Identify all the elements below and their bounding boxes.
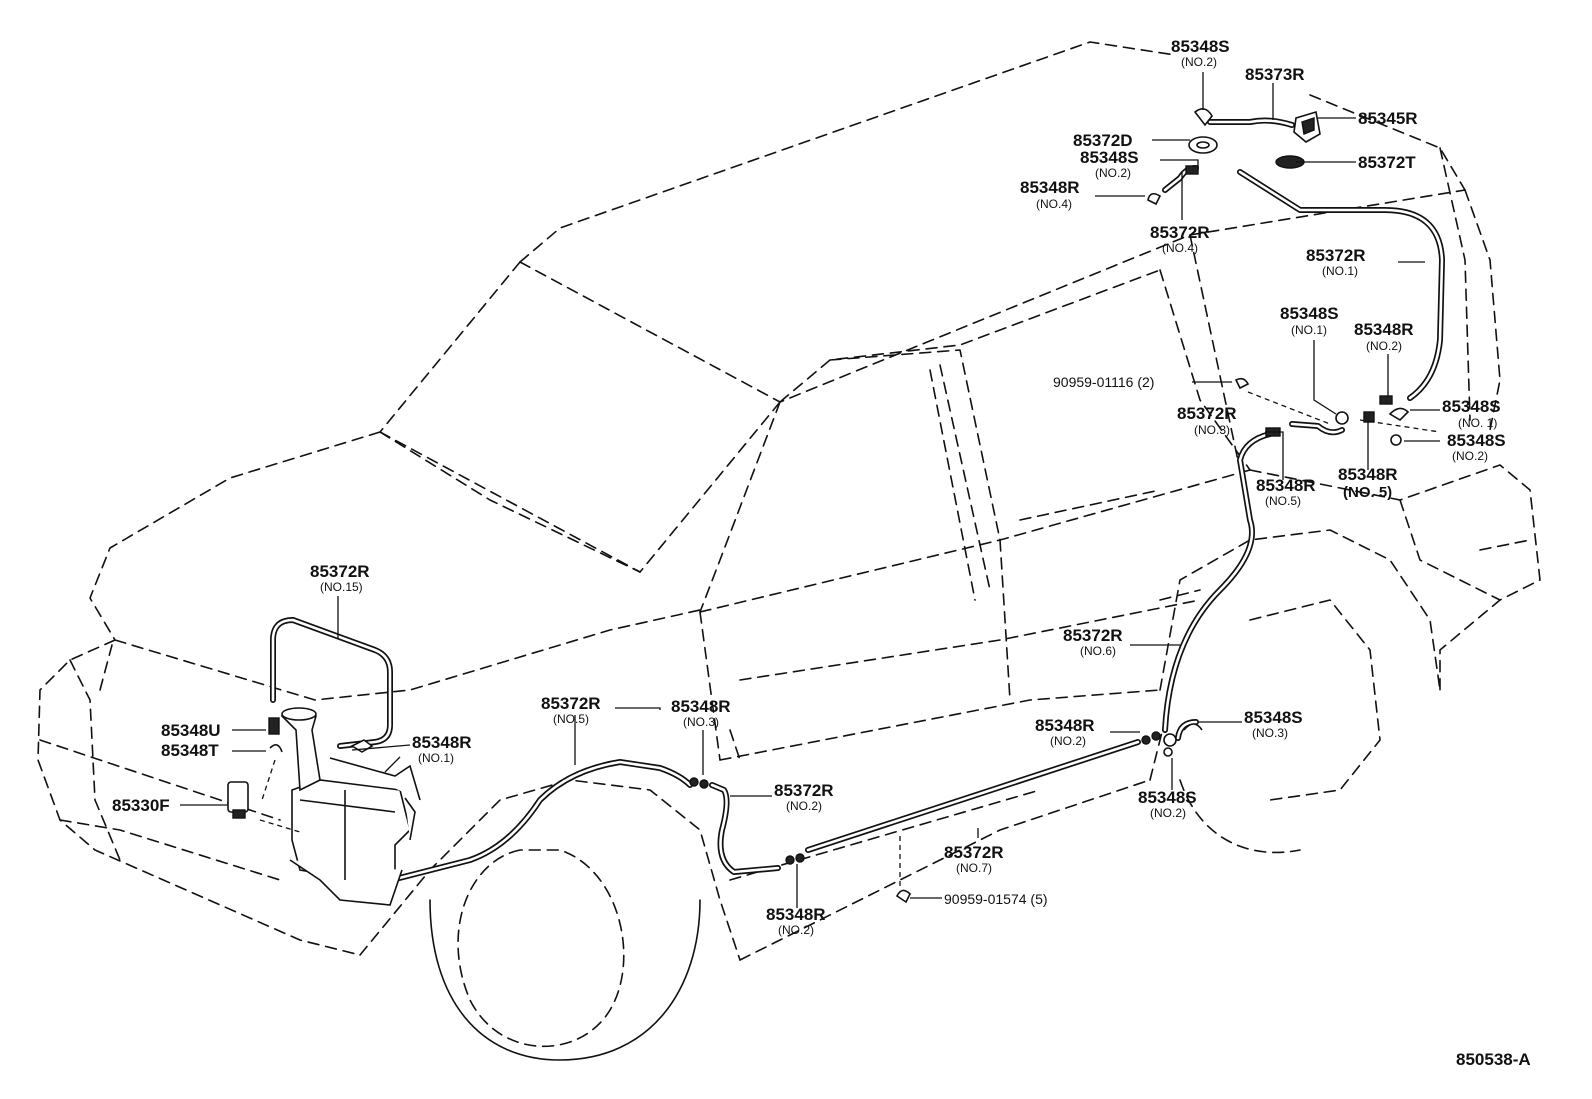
label-85372r-no1: 85372R (NO.1)	[1306, 246, 1366, 278]
svg-text:85348R: 85348R	[412, 733, 472, 752]
components	[227, 108, 1410, 906]
label-90959-01116: 90959-01116 (2)	[1053, 374, 1154, 390]
label-85345r: 85345R	[1358, 109, 1418, 128]
svg-text:85348R: 85348R	[1256, 476, 1316, 495]
label-85348s-mid: 85348S (NO.2)	[1080, 148, 1139, 180]
svg-text:85372R: 85372R	[1150, 223, 1210, 242]
label-85348r-no5a: 85348R (NO.5)	[1256, 476, 1316, 508]
svg-text:(NO.3): (NO.3)	[1252, 726, 1288, 740]
svg-text:(NO.2): (NO.2)	[1050, 734, 1086, 748]
svg-text:85348R: 85348R	[766, 905, 826, 924]
svg-text:(NO.15): (NO.15)	[320, 580, 363, 594]
svg-text:85348S: 85348S	[1171, 37, 1230, 56]
leader-lines	[180, 72, 1441, 908]
label-85348s-top: 85348S (NO.2)	[1171, 37, 1230, 69]
label-85373r: 85373R	[1245, 65, 1305, 84]
svg-text:(NO.1): (NO.1)	[1291, 323, 1327, 337]
label-85348r-no2c: 85348R (NO.2)	[766, 905, 826, 937]
label-85348r-no1: 85348R (NO.1)	[412, 733, 472, 765]
label-85372r-no15: 85372R (NO.15)	[310, 562, 370, 594]
svg-text:(NO.2): (NO.2)	[778, 923, 814, 937]
svg-text:(NO. 1): (NO. 1)	[1458, 416, 1497, 430]
filler-neck-shape	[280, 710, 321, 792]
svg-text:85372R: 85372R	[310, 562, 370, 581]
svg-text:85348R: 85348R	[1035, 716, 1095, 735]
svg-text:(NO.3): (NO.3)	[683, 715, 719, 729]
svg-text:(NO.2): (NO.2)	[1452, 449, 1488, 463]
svg-text:(NO.2): (NO.2)	[1181, 55, 1217, 69]
svg-text:85372R: 85372R	[1063, 626, 1123, 645]
label-85372t: 85372T	[1358, 153, 1416, 172]
svg-text:(NO.5): (NO.5)	[1265, 494, 1301, 508]
label-85372r-no3: 85372R (NO.3)	[1177, 404, 1237, 437]
label-85330f: 85330F	[112, 796, 170, 815]
svg-text:85348S: 85348S	[1442, 397, 1501, 416]
label-85348t: 85348T	[161, 741, 219, 760]
label-85348s-no1b: 85348S (NO. 1)	[1442, 397, 1501, 430]
label-85372r-no6: 85372R (NO.6)	[1063, 626, 1123, 658]
callout-labels: 85348S (NO.2) 85373R 85345R 85372D 85348…	[112, 37, 1531, 1069]
label-85372r-no4: 85372R (NO.4)	[1150, 223, 1210, 255]
label-85348r-no2b: 85348R (NO.2)	[1035, 716, 1095, 748]
label-85348s-no3: 85348S (NO.3)	[1244, 708, 1303, 740]
svg-text:(NO.2): (NO.2)	[1150, 806, 1186, 820]
label-85372r-no5: 85372R (NO.5)	[541, 694, 601, 726]
svg-text:85372R: 85372R	[774, 781, 834, 800]
label-85348s-no1a: 85348S (NO.1)	[1280, 304, 1339, 337]
svg-text:85348S: 85348S	[1447, 431, 1506, 450]
svg-text:(NO. 5): (NO. 5)	[1343, 484, 1392, 501]
svg-text:85372R: 85372R	[944, 843, 1004, 862]
svg-text:85372R: 85372R	[541, 694, 601, 713]
label-85372d: 85372D	[1073, 131, 1133, 150]
svg-text:(NO.3): (NO.3)	[1194, 423, 1230, 437]
label-85348s-no2b: 85348S (NO.2)	[1447, 431, 1506, 463]
svg-text:85372R: 85372R	[1306, 246, 1366, 265]
svg-text:85348S: 85348S	[1280, 304, 1339, 323]
figure-code: 850538-A	[1456, 1050, 1531, 1069]
svg-text:85348S: 85348S	[1080, 148, 1139, 167]
svg-text:85348S: 85348S	[1138, 788, 1197, 807]
svg-text:(NO.4): (NO.4)	[1162, 241, 1198, 255]
svg-text:85348S: 85348S	[1244, 708, 1303, 727]
label-85348r-no3: 85348R (NO.3)	[671, 697, 731, 729]
label-85348r-no4: 85348R (NO.4)	[1020, 178, 1080, 211]
svg-text:(NO.2): (NO.2)	[1095, 166, 1131, 180]
svg-text:(NO.1): (NO.1)	[418, 751, 454, 765]
label-85348s-no2c: 85348S (NO.2)	[1138, 788, 1197, 820]
washer-hoses	[270, 117, 1445, 888]
label-85372r-no2: 85372R (NO.2)	[774, 781, 834, 813]
svg-text:(NO.5): (NO.5)	[553, 712, 589, 726]
svg-text:85348R: 85348R	[1020, 178, 1080, 197]
svg-text:85348R: 85348R	[1354, 320, 1414, 339]
label-85348u: 85348U	[161, 721, 221, 740]
washer-motor-shape	[227, 781, 249, 813]
svg-text:85372R: 85372R	[1177, 404, 1237, 423]
svg-text:(NO.2): (NO.2)	[1366, 339, 1402, 353]
label-85348r-no5b: 85348R (NO. 5)	[1338, 465, 1398, 501]
svg-text:(NO.6): (NO.6)	[1080, 644, 1116, 658]
label-85348r-no2a: 85348R (NO.2)	[1354, 320, 1414, 353]
label-90959-01574: 90959-01574 (5)	[944, 891, 1048, 907]
svg-text:(NO.7): (NO.7)	[956, 861, 992, 875]
svg-text:(NO.4): (NO.4)	[1036, 197, 1072, 211]
svg-text:(NO.2): (NO.2)	[786, 799, 822, 813]
svg-text:85348R: 85348R	[671, 697, 731, 716]
svg-text:(NO.1): (NO.1)	[1322, 264, 1358, 278]
washer-tank-shape	[291, 779, 411, 881]
label-85372r-no7: 85372R (NO.7)	[944, 843, 1004, 875]
svg-text:85348R: 85348R	[1338, 465, 1398, 484]
vehicle-body-outline	[37, 41, 1541, 1061]
